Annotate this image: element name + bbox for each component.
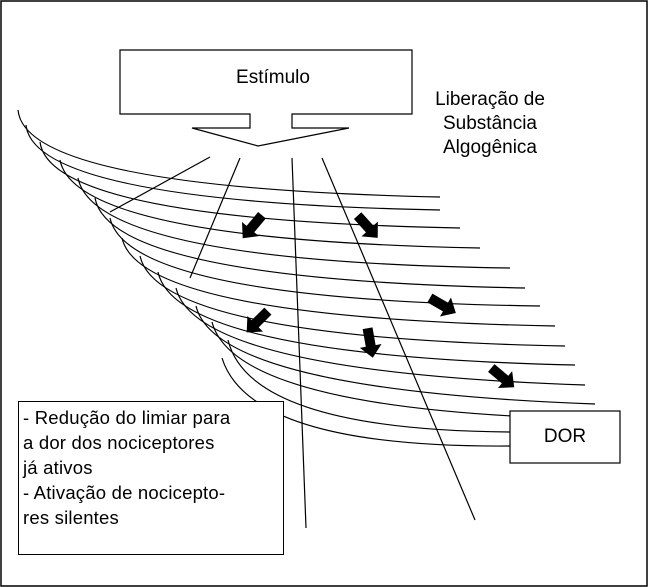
fiber-15 [221,357,511,447]
fiber-9 [139,255,566,347]
block-arrow-icon [427,293,456,317]
stimulus-rays [109,156,476,529]
note-line: - Redução do limiar para [23,407,231,428]
nerve-fibers [17,109,596,447]
fiber-10 [157,271,576,366]
substance-release-label: Liberação de Substância Algogênica [400,88,580,160]
pain-label: DOR [543,426,587,447]
fiber-8 [121,237,556,327]
fiber-3 [39,141,461,229]
note-line: já ativos [23,457,93,478]
note-line: a dor dos nociceptores [23,432,215,453]
fiber-5 [77,177,511,269]
ray-3 [291,157,307,529]
stimulus-label: Estímulo [236,67,310,88]
note-box: - Redução do limiar para a dor dos nocic… [18,401,284,555]
block-arrow-icon [359,327,382,358]
block-arrow-icon [242,212,266,239]
substance-line: Substância [442,113,537,134]
fiber-12 [195,305,596,405]
fiber-13 [211,321,556,419]
ray-1 [109,156,211,213]
substance-arrows [242,212,515,388]
block-arrow-icon [488,364,515,388]
fiber-6 [94,197,526,289]
ray-4 [321,157,476,521]
stimulus-arrow [119,49,413,147]
fiber-14 [227,339,511,433]
ray-2 [189,157,241,279]
note-line: - Ativação de nocicepto- [23,482,226,503]
substance-line: Algogênica [442,137,538,158]
block-arrow-icon [246,307,272,333]
block-arrow-icon [353,212,378,238]
fiber-4 [59,159,481,249]
dor-box [509,410,621,464]
fiber-2 [25,124,441,211]
note-line: res silentes [23,507,119,528]
substance-line: Liberação de [435,89,545,110]
fiber-11 [175,287,586,386]
